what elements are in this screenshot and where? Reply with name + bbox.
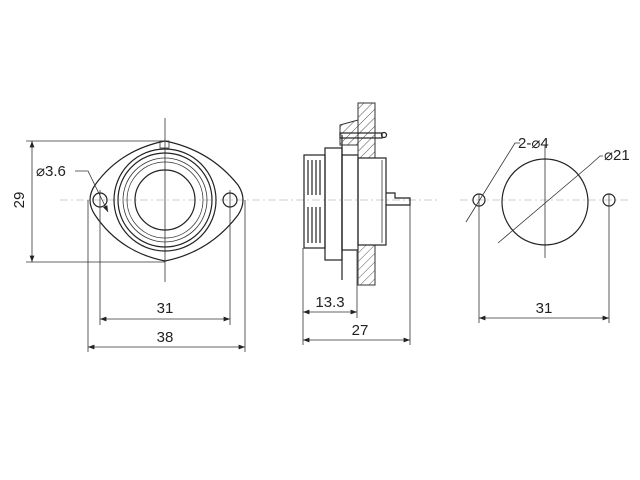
cutout-diameter-dimension: ⌀21 [604, 147, 630, 164]
cutout-circle [501, 158, 589, 246]
panel-cutout-view: 2-⌀4 ⌀21 31 [460, 135, 630, 323]
side-view: 13.3 27 [280, 102, 440, 345]
hole-diameter-dimension: ⌀3.6 [36, 163, 66, 180]
mounting-flange [89, 140, 244, 262]
holes-dimension: 2-⌀4 [518, 135, 549, 152]
height-dimension: 29 [11, 192, 28, 209]
threaded-section [303, 154, 326, 249]
width-dimension: 38 [157, 329, 174, 346]
front-depth-dimension: 13.3 [315, 294, 344, 311]
front-view: 29 ⌀3.6 31 38 [11, 118, 280, 352]
panel-section [357, 102, 376, 159]
cutout-spacing-dimension: 31 [536, 300, 553, 317]
hole-spacing-dimension: 31 [157, 300, 174, 317]
total-depth-dimension: 27 [352, 322, 369, 339]
